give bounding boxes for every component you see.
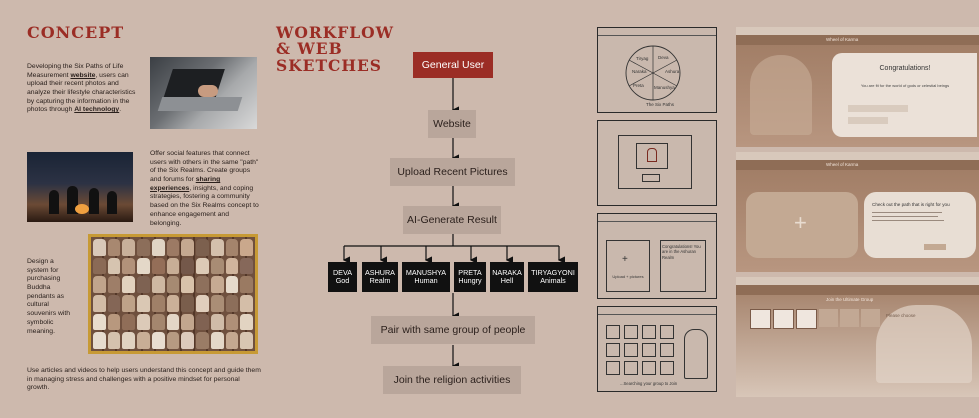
- sketch-label: Naraka: [632, 69, 647, 74]
- congrats-text: You are fit for the world of gods or cel…: [860, 83, 950, 88]
- sketch-label: Preta: [633, 83, 644, 88]
- sketch-label: Deva: [658, 55, 669, 60]
- result-panel: Congratulations! You are fit for the wor…: [832, 53, 977, 137]
- plus-icon: +: [794, 210, 807, 235]
- laptop-photo: [150, 57, 257, 129]
- plus-icon: +: [622, 254, 628, 265]
- upload-area[interactable]: +: [746, 192, 858, 258]
- congrats-title: Congratulations!: [879, 65, 931, 72]
- group-card[interactable]: [750, 309, 771, 329]
- sketch-result-label: Congratulations! You are in the Ashuran …: [662, 244, 701, 260]
- path-info-text: Check out the path that is right for you: [872, 202, 950, 207]
- sketch-search-caption: ...Searching your group to Join: [620, 381, 678, 386]
- screen-brand: Wheel of Karma: [826, 162, 859, 167]
- screen-brand: Wheel of Karma: [826, 37, 859, 42]
- group-card[interactable]: [819, 309, 838, 327]
- sketch-label: Manushya: [654, 85, 675, 90]
- workflow-title: WORKFLOW & WEB SKETCHES: [276, 23, 395, 75]
- flow-step-website: Website: [428, 110, 476, 138]
- buddha-pendants-photo: [88, 234, 258, 354]
- flow-step-pair: Pair with same group of people: [371, 316, 535, 344]
- group-card[interactable]: [773, 309, 794, 329]
- concept-paragraph-1: Developing the Six Paths of Life Measure…: [27, 63, 136, 114]
- sketch-upload-result: + Upload + pictures Congratulations! You…: [597, 213, 717, 299]
- flow-step-upload: Upload Recent Pictures: [390, 158, 515, 186]
- join-title: Join the Ultimate Group: [826, 297, 874, 302]
- path-info-panel: Check out the path that is right for you: [864, 192, 976, 258]
- sketch-caption: The Six Paths: [646, 102, 675, 107]
- flow-connectors: [342, 78, 565, 370]
- screen-congratulations: Wheel of Karma Congratulations! You are …: [736, 27, 979, 147]
- flow-step-general-user: General User: [413, 52, 493, 78]
- group-cards: [750, 309, 880, 329]
- flow-step-join: Join the religion activities: [383, 366, 521, 394]
- choose-text: Please choose: [886, 313, 916, 318]
- sketch-result-card: [597, 120, 717, 206]
- sketch-label: Tiryag: [636, 56, 649, 61]
- screen-join-group: Join the Ultimate Group Please choose: [736, 277, 979, 397]
- wheel-drawing: [625, 45, 681, 101]
- sketch-group-search: ...Searching your group to Join: [597, 306, 717, 392]
- sketch-grid: [606, 325, 674, 375]
- group-card[interactable]: [796, 309, 817, 329]
- concept-paragraph-3: Design a system for purchasing Buddha pe…: [27, 258, 71, 335]
- group-card[interactable]: [840, 309, 859, 327]
- sketch-label: Ashura: [665, 69, 680, 74]
- campfire-photo: [27, 152, 133, 222]
- continue-button[interactable]: [848, 105, 908, 112]
- screen-upload: Wheel of Karma + Check out the path that…: [736, 152, 979, 272]
- submit-button[interactable]: [924, 244, 946, 250]
- concept-paragraph-4: Use articles and videos to help users un…: [27, 367, 261, 392]
- sketch-upload-label: Upload + pictures: [612, 274, 644, 279]
- deity-image: [750, 55, 812, 135]
- flow-step-ai-result: AI-Generate Result: [403, 206, 501, 234]
- sketch-six-paths-wheel: Deva Ashura Manushya Preta Naraka Tiryag…: [597, 27, 717, 113]
- concept-title: CONCEPT: [27, 23, 125, 42]
- group-preview: Please choose: [876, 305, 972, 383]
- group-card[interactable]: [861, 309, 880, 327]
- share-button[interactable]: [848, 117, 888, 124]
- concept-paragraph-2: Offer social features that connect users…: [150, 150, 259, 227]
